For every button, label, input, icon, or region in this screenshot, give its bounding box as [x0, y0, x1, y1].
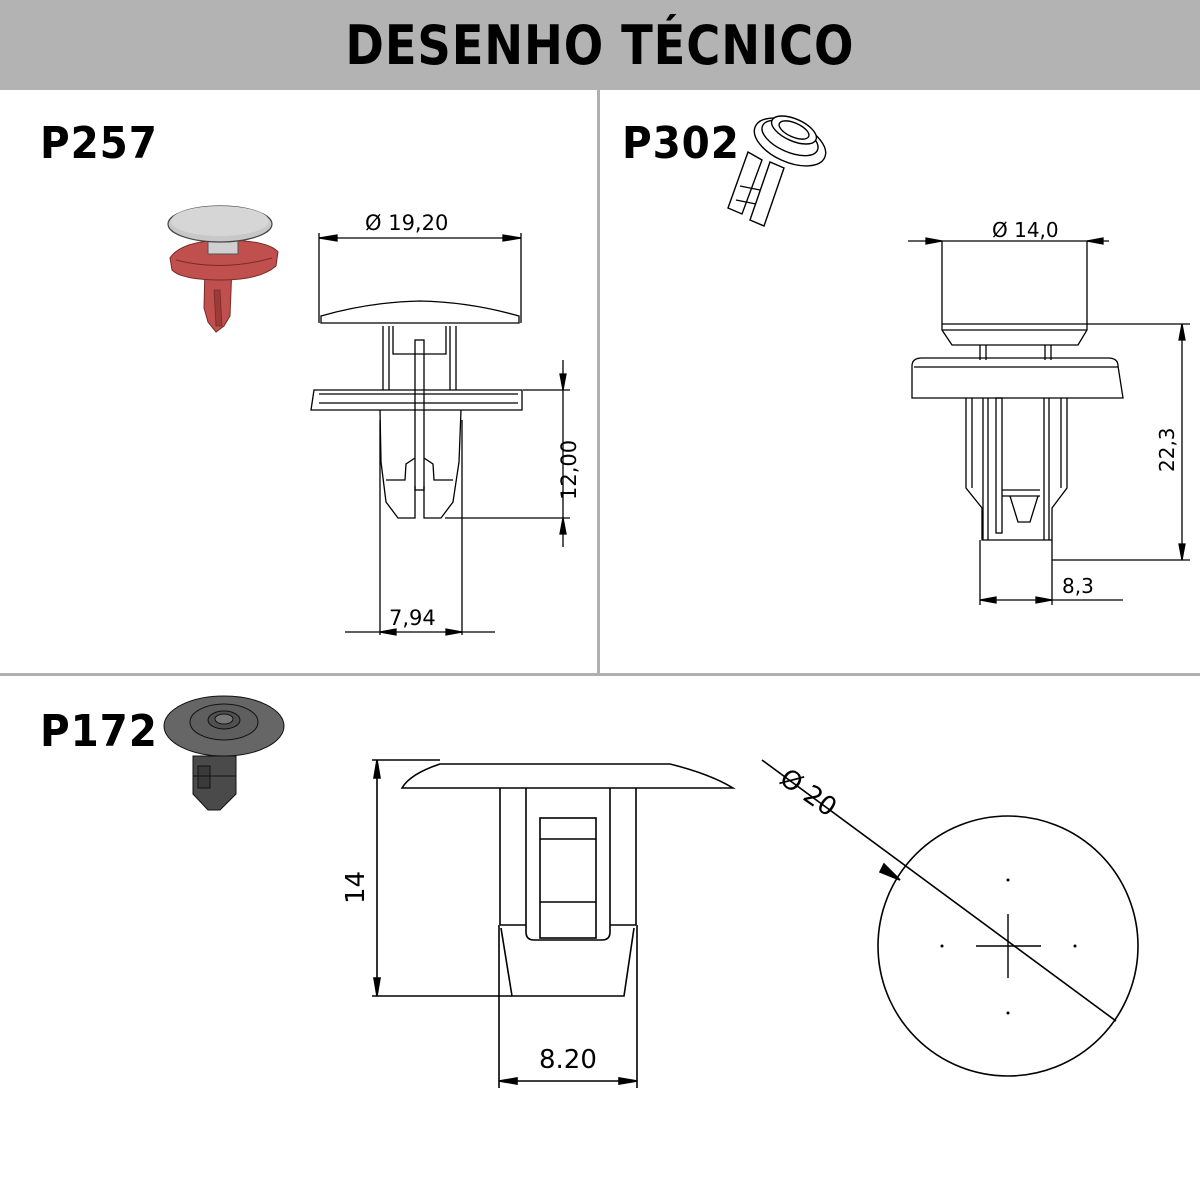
clip-p172-3d-icon	[163, 695, 285, 811]
dimension-diameter: Ø 14,0	[992, 218, 1059, 242]
panel-p302: P302	[600, 90, 1200, 673]
p302-technical-drawing: Ø 14,0 22,3 8,3	[908, 218, 1190, 605]
panel-divider-horizontal	[0, 673, 1200, 676]
dimension-height: 12,00	[557, 440, 581, 500]
part-code: P172	[40, 706, 158, 757]
dimension-height: 22,3	[1155, 427, 1179, 472]
dimension-diameter: Ø 19,20	[365, 211, 448, 235]
clip-p257-3d-icon	[167, 205, 279, 333]
page-title: DESENHO TÉCNICO	[345, 13, 855, 77]
p172-technical-drawing-top: Ø 20	[761, 759, 1139, 1077]
header-banner: DESENHO TÉCNICO	[0, 0, 1200, 90]
dimension-width: 7,94	[389, 606, 436, 630]
panel-divider-vertical	[597, 90, 600, 675]
panel-p257: P257	[0, 90, 597, 673]
dimension-width: 8.20	[539, 1045, 597, 1075]
p257-technical-drawing: Ø 19,20 12,00 7,94	[310, 211, 581, 636]
clip-p302-3d-icon	[727, 115, 827, 227]
p172-technical-drawing-side: 14 8.20	[341, 759, 736, 1088]
dimension-diameter: Ø 20	[774, 763, 842, 823]
dimension-height: 14	[341, 871, 371, 904]
part-code: P257	[40, 118, 158, 169]
part-code: P302	[622, 118, 740, 169]
dimension-width: 8,3	[1062, 574, 1094, 598]
panel-p172: P172	[0, 676, 1200, 1200]
